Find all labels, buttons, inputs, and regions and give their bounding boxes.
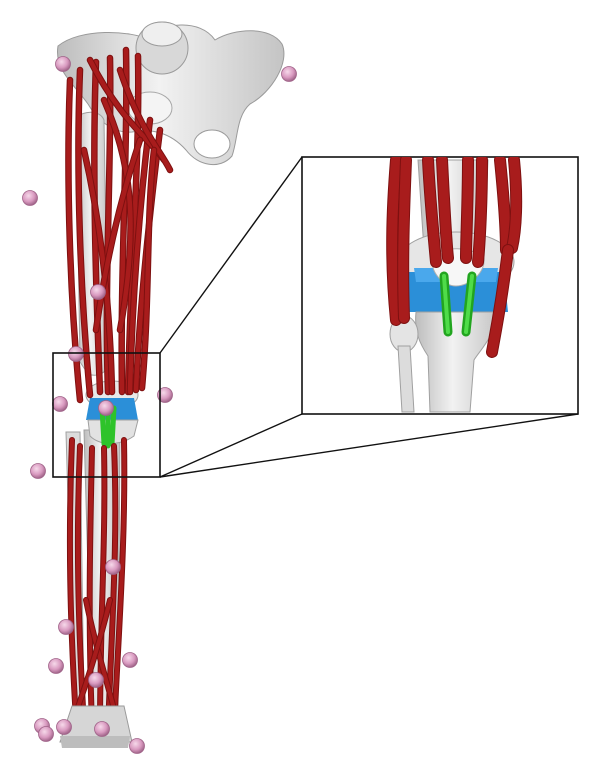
marker-sphere-icon [52,396,68,412]
marker-sphere-icon [281,66,297,82]
marker-sphere-icon [122,652,138,668]
marker-sphere-icon [68,346,84,362]
marker-sphere-icon [88,672,104,688]
marker-sphere-icon [22,190,38,206]
muscle-fiber [461,157,473,263]
marker-sphere-icon [98,400,114,416]
muscle-fiber [437,157,453,263]
marker-sphere-icon [30,463,46,479]
muscle-fiber [112,438,127,732]
muscle-fiber [93,137,143,333]
motion-capture-markers [22,56,297,754]
marker-sphere-icon [90,284,106,300]
muscle-fiber [507,157,522,253]
muscle-fiber [473,157,487,267]
muscle-fiber [398,157,411,323]
marker-sphere-icon [38,726,54,742]
marker-sphere-icon [56,719,72,735]
marker-sphere-icon [94,721,110,737]
muscle-fiber [139,147,157,391]
inset-ligaments [439,271,477,337]
muscle-fibers [65,46,174,735]
zoom-callout [52,156,579,478]
muscle-fiber [92,59,103,395]
marker-sphere-icon [157,387,173,403]
knee-highlight-box [52,352,161,478]
knee-inset [301,156,579,415]
marker-sphere-icon [55,56,71,72]
muscle-fiber [101,97,133,333]
muscle-fiber [495,157,511,255]
muscle-fiber [87,446,94,730]
marker-sphere-icon [129,738,145,754]
inset-muscle-fibers [386,157,523,358]
marker-sphere-icon [58,619,74,635]
muscle-fiber [487,245,513,357]
marker-sphere-icon [48,658,64,674]
pelvis [57,21,285,165]
muscle-fiber [127,117,153,395]
muscle-fiber [81,147,115,395]
callout-line-top [159,156,303,354]
muscle-fiber [387,157,401,325]
callout-line-bottom [159,413,579,478]
muscle-fiber [423,157,441,267]
muscle-fiber [98,446,107,732]
marker-sphere-icon [105,559,121,575]
callout-line-left [159,413,303,478]
muscle-fiber [117,67,173,173]
